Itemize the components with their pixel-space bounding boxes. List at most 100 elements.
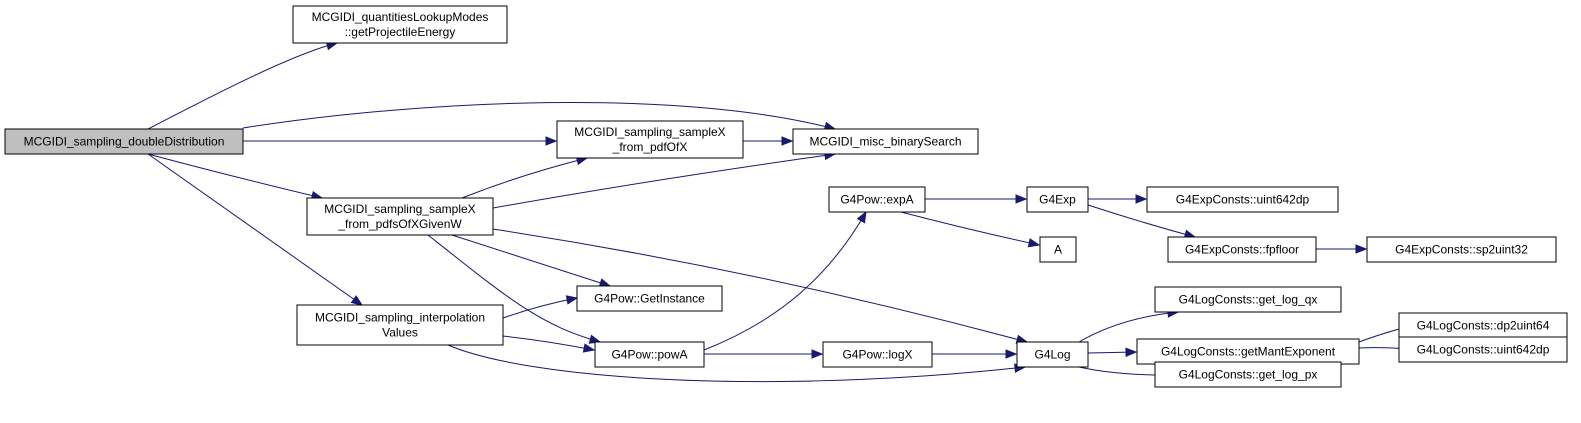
- node-label: G4Pow::expA: [840, 193, 913, 207]
- edge-arrowhead: [350, 295, 364, 306]
- node-get_log_px[interactable]: G4LogConsts::get_log_px: [1154, 361, 1342, 388]
- node-get_log_qx[interactable]: G4LogConsts::get_log_qx: [1154, 286, 1342, 313]
- edge-line: [451, 234, 611, 287]
- node-box[interactable]: [1167, 236, 1317, 263]
- edge-line: [427, 234, 601, 343]
- edge-arrowhead: [565, 295, 579, 305]
- node-label: MCGIDI_sampling_sampleX: [324, 202, 475, 216]
- node-A[interactable]: A: [1039, 236, 1077, 263]
- node-powA[interactable]: G4Pow::powA: [594, 341, 705, 368]
- node-box[interactable]: [1154, 286, 1342, 313]
- node-logX[interactable]: G4Pow::logX: [822, 341, 933, 368]
- edge-root-to-interpolationValues: [147, 153, 364, 306]
- edge-line: [900, 211, 1040, 246]
- node-box[interactable]: [306, 197, 494, 236]
- edge-arrowhead: [1027, 238, 1041, 248]
- edge-line: [447, 344, 1026, 383]
- node-box[interactable]: [792, 128, 979, 155]
- edge-line: [492, 153, 836, 209]
- node-label: G4LogConsts::get_log_qx: [1179, 293, 1318, 307]
- node-binarySearch[interactable]: MCGIDI_misc_binarySearch: [792, 128, 979, 155]
- node-box[interactable]: [576, 285, 723, 312]
- node-box[interactable]: [822, 341, 933, 368]
- node-label: G4LogConsts::get_log_px: [1179, 368, 1318, 382]
- node-g4log[interactable]: G4Log: [1016, 341, 1089, 368]
- node-label: G4Pow::powA: [611, 348, 687, 362]
- edge-logX-to-g4log: [932, 349, 1018, 359]
- node-box[interactable]: [594, 341, 705, 368]
- node-box[interactable]: [1026, 186, 1089, 213]
- node-label: Values: [382, 326, 418, 340]
- edge-sampleX_pdfsOfXGivenW-to-getInstance: [451, 234, 612, 288]
- node-label: A: [1054, 243, 1062, 257]
- node-box[interactable]: [1398, 312, 1568, 339]
- node-sampleX_pdfsOfXGivenW[interactable]: MCGIDI_sampling_sampleX_from_pdfsOfXGive…: [306, 197, 494, 236]
- edge-line: [1078, 311, 1179, 343]
- node-label: MCGIDI_sampling_sampleX: [574, 125, 725, 139]
- edge-arrowhead: [1005, 349, 1018, 359]
- node-label: MCGIDI_misc_binarySearch: [809, 135, 961, 149]
- node-label: MCGIDI_sampling_interpolation: [315, 311, 485, 325]
- node-box[interactable]: [1039, 236, 1077, 263]
- node-label: G4Exp: [1039, 193, 1076, 207]
- node-box[interactable]: [1146, 186, 1339, 213]
- edge-line: [147, 153, 323, 199]
- edge-root-to-getProjectileEnergy: [147, 41, 339, 130]
- edge-g4exp-to-uint642dp_exp: [1088, 194, 1148, 204]
- node-box[interactable]: [556, 120, 744, 159]
- edge-line: [147, 42, 338, 130]
- node-fpfloor[interactable]: G4ExpConsts::fpfloor: [1167, 236, 1317, 263]
- edge-arrowhead: [1125, 347, 1138, 357]
- node-g4exp[interactable]: G4Exp: [1026, 186, 1089, 213]
- node-box[interactable]: [1366, 236, 1557, 263]
- node-label: G4Log: [1034, 348, 1070, 362]
- edge-line: [461, 157, 588, 199]
- edge-g4log-to-getMantExponent: [1087, 347, 1138, 357]
- node-label: G4LogConsts::getMantExponent: [1161, 345, 1336, 359]
- edge-g4log-to-get_log_qx: [1078, 308, 1180, 343]
- edge-line: [502, 335, 595, 351]
- node-dp2uint64[interactable]: G4LogConsts::dp2uint64: [1398, 312, 1568, 339]
- edge-line: [242, 102, 836, 130]
- node-root: MCGIDI_sampling_doubleDistribution: [4, 128, 244, 155]
- edge-sampleX_pdfOfX-to-binarySearch: [743, 136, 794, 146]
- edge-root-to-sampleX_pdfsOfXGivenW: [147, 153, 324, 201]
- node-expA[interactable]: G4Pow::expA: [828, 186, 926, 213]
- edge-arrowhead: [1355, 244, 1368, 254]
- edge-sampleX_pdfsOfXGivenW-to-binarySearch: [492, 150, 837, 209]
- node-label: G4ExpConsts::sp2uint32: [1395, 243, 1528, 257]
- node-getMantExponent[interactable]: G4LogConsts::getMantExponent: [1136, 338, 1360, 365]
- edge-arrowhead: [545, 136, 558, 146]
- node-label: G4LogConsts::dp2uint64: [1417, 319, 1550, 333]
- node-label: G4LogConsts::uint642dp: [1417, 343, 1550, 357]
- node-getProjectileEnergy[interactable]: MCGIDI_quantitiesLookupModes::getProject…: [292, 5, 508, 44]
- node-box[interactable]: [292, 5, 508, 44]
- node-sampleX_pdfOfX[interactable]: MCGIDI_sampling_sampleX_from_pdfOfX: [556, 120, 744, 159]
- edge-line: [492, 228, 1028, 343]
- edge-sampleX_pdfsOfXGivenW-to-g4log: [492, 228, 1029, 344]
- node-label: MCGIDI_quantitiesLookupModes: [312, 10, 489, 24]
- node-box[interactable]: [1398, 336, 1568, 363]
- node-sp2uint32[interactable]: G4ExpConsts::sp2uint32: [1366, 236, 1557, 263]
- node-label: _from_pdfOfX: [612, 140, 688, 154]
- node-box[interactable]: [1154, 361, 1342, 388]
- node-box[interactable]: [296, 304, 504, 346]
- edge-arrowhead: [582, 343, 596, 353]
- node-label: _from_pdfsOfXGivenW: [337, 217, 462, 231]
- edge-line: [147, 153, 363, 306]
- edge-expA-to-g4exp: [925, 194, 1028, 204]
- edge-line: [1087, 204, 1196, 238]
- node-label: MCGIDI_sampling_doubleDistribution: [24, 135, 225, 149]
- node-box: [4, 128, 244, 155]
- edge-powA-to-expA: [703, 210, 867, 351]
- node-uint642dp_exp[interactable]: G4ExpConsts::uint642dp: [1146, 186, 1339, 213]
- edge-line: [703, 211, 867, 351]
- edge-interpolationValues-to-g4log: [447, 344, 1027, 383]
- node-box[interactable]: [828, 186, 926, 213]
- edge-interpolationValues-to-getInstance: [502, 295, 579, 319]
- node-box[interactable]: [1016, 341, 1089, 368]
- node-label: G4ExpConsts::fpfloor: [1185, 243, 1299, 257]
- node-getInstance[interactable]: G4Pow::GetInstance: [576, 285, 723, 312]
- node-uint642dp_log[interactable]: G4LogConsts::uint642dp: [1398, 336, 1568, 363]
